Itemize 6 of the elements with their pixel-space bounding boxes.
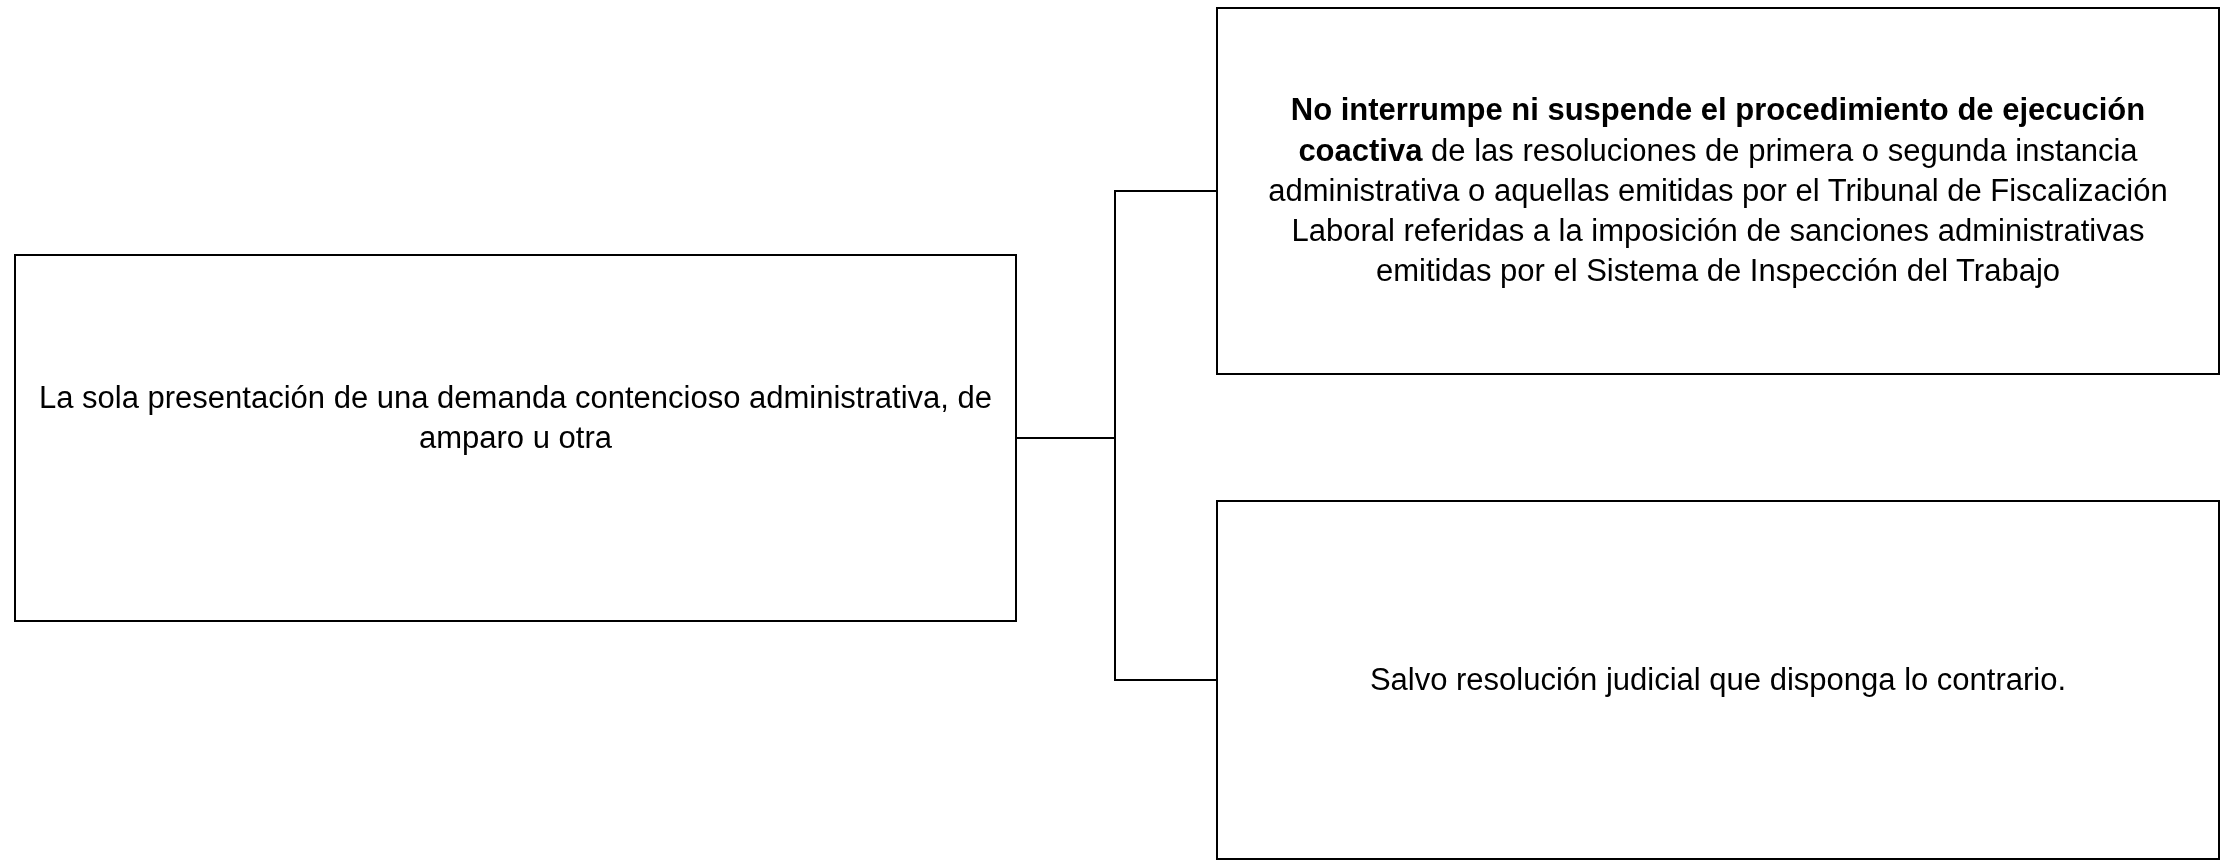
box-text: No interrumpe ni suspende el procedimiento de ejecución coactiva de las resoluciones de primera o segunda instancia administrativa o aquellas emitidas por el Tribunal de Fiscalización Laboral referidas a la imposición de sanciones administrativas emitidas por el Sistema de Inspección del Trabajo (1267, 91, 2169, 291)
text-box (1216, 7, 2220, 375)
text-box (1216, 500, 2220, 860)
box-text: La sola presentación de una demanda contencioso administrativa, de amparo u otra (38, 378, 993, 457)
text-box (14, 254, 1017, 622)
box-text: Salvo resolución judicial que disponga lo contrario. (1369, 660, 2067, 699)
